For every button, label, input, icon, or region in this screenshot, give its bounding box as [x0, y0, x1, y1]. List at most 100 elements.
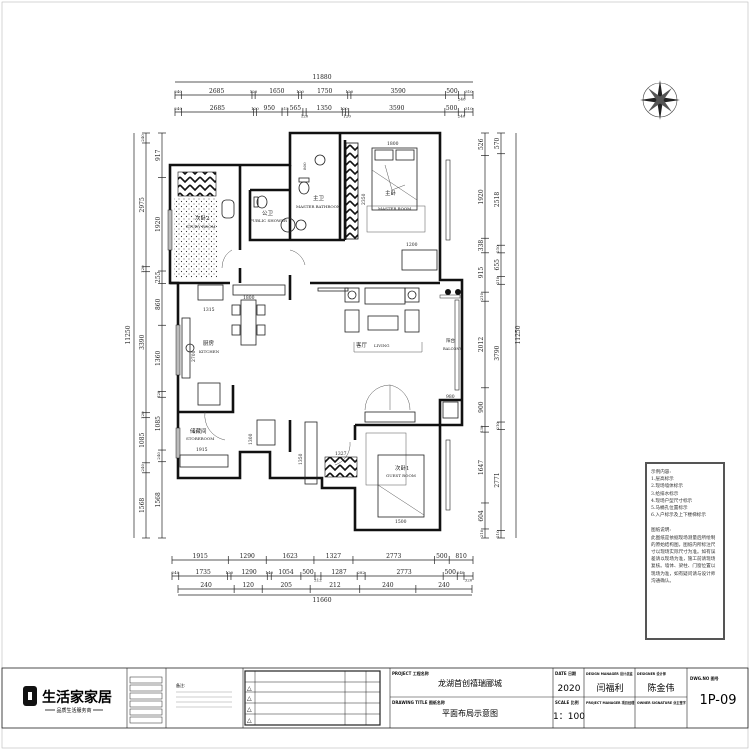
dim-label: 604	[478, 510, 485, 522]
tv-cabinet	[317, 287, 349, 292]
dim-label: 120	[340, 106, 348, 111]
brand-name: 生活家家居	[42, 689, 112, 706]
sofa-set	[344, 287, 423, 353]
svg-text:△: △	[247, 685, 252, 692]
dim-label: 860	[155, 298, 162, 310]
master-bed	[366, 147, 426, 233]
kitchen-sink	[185, 343, 195, 353]
legend-item: 3.给排水标示	[651, 491, 679, 497]
design-manager: 闫福利	[596, 682, 623, 694]
dim-label: 130	[479, 425, 484, 433]
dim-label: 1647	[478, 460, 485, 475]
dim-balcony: 980	[446, 394, 455, 400]
dim-label: 120	[301, 114, 309, 119]
dim-label: 240	[140, 134, 145, 142]
dim-label: 212	[329, 582, 341, 589]
dim-label: 120	[343, 114, 351, 119]
dim-label: 120	[296, 89, 304, 94]
dim-label: 2773	[396, 569, 411, 576]
svg-text:△: △	[247, 706, 252, 713]
dim-label: 1650	[269, 88, 284, 95]
dim-label: 210	[479, 292, 484, 300]
dim-label: 565	[290, 105, 302, 112]
exterior-wall	[168, 131, 464, 532]
dwg-no-label: DWG.NO 图号	[690, 675, 719, 681]
dim-label: 1920	[155, 217, 162, 232]
legend-item: 5.马桶孔位置标示	[651, 506, 688, 512]
scale-value: 1：100	[553, 712, 585, 722]
dim-label: 1290	[240, 553, 255, 560]
overall-width-bottom: 11660	[312, 597, 331, 604]
dim-label: 240	[382, 582, 394, 589]
dim-label: 2773	[386, 553, 401, 560]
dim-label: 1085	[139, 432, 146, 447]
dim-label: 1327	[326, 553, 341, 560]
kitchen-counter	[181, 317, 191, 379]
room-label-public-bath-cn: 公卫	[262, 210, 274, 217]
dim-store-w: 1915	[196, 447, 208, 453]
dim-label: 120	[242, 582, 254, 589]
revision-marks: △ △ △ △	[247, 685, 252, 724]
door-swings	[204, 249, 411, 466]
dim-label: 655	[494, 259, 501, 271]
title-block	[1, 667, 749, 729]
room-label-kitchen-cn: 厨房	[203, 339, 215, 347]
dim-dining: 1800	[243, 295, 255, 301]
dim-label: 205	[280, 582, 292, 589]
dim-label: 3590	[390, 88, 405, 95]
dim-label: 240	[457, 570, 465, 575]
dim-guest-bed: 1500	[395, 519, 407, 525]
dwg-no: 1P-09	[699, 693, 736, 708]
notes-lines	[176, 691, 232, 708]
project-name: 龙湖首创禧瑞郦城	[438, 678, 502, 688]
dim-label: 338	[478, 240, 485, 252]
owner-signature-label: OWNER SIGNATURE 业主签字	[637, 700, 687, 705]
room-label-master-en: MASTER ROOM	[378, 206, 411, 211]
room-label-store-cn: 储藏间	[190, 427, 207, 435]
plants-icon	[445, 289, 461, 295]
legend-notes: 此图纸是依据现场测量后所绘制的原始结构图，图纸内所标注尺寸以现场实际尺寸为准。如…	[651, 535, 716, 584]
scale-label: SCALE 比例	[555, 699, 579, 705]
study-wardrobe	[177, 171, 217, 197]
legend-notes-title: 图纸说明:	[651, 528, 671, 534]
designer-label: DESIGNER 设计师	[637, 671, 667, 676]
dim-label: 255	[155, 271, 162, 283]
dim-store-h: 1300	[248, 433, 254, 445]
dim-label: 500	[436, 553, 448, 560]
dim-label: 210	[495, 422, 500, 430]
dim-label: 240	[140, 464, 145, 472]
dim-label: 915	[478, 267, 485, 279]
svg-text:△: △	[247, 717, 252, 724]
dim-label: 1290	[241, 569, 256, 576]
legend-item: 4.现场户型尺寸标示	[651, 498, 693, 504]
dim-label: 1085	[155, 416, 162, 431]
dim-label: 120	[346, 89, 354, 94]
room-label-kitchen-en: KITCHEN	[199, 349, 220, 354]
dim-label: 120	[250, 89, 258, 94]
project-manager-label: PROJECT MANAGER 项目经理	[586, 700, 635, 705]
legend-item: 2.现场墙体标示	[651, 484, 683, 490]
dim-label: 240	[174, 89, 182, 94]
room-label-living-cn: 客厅	[356, 341, 368, 349]
dim-label: 1915	[193, 553, 208, 560]
room-label-living-en: LIVING	[374, 343, 389, 348]
store-cabinet	[179, 454, 229, 468]
windows	[167, 159, 461, 511]
overall-width-top: 11880	[312, 74, 331, 81]
dim-master-bed: 1800	[387, 141, 399, 147]
dim-label: 120	[140, 265, 145, 273]
dim-kitchen-len: 2700	[191, 350, 197, 362]
project-label: PROJECT 工程名称	[392, 670, 429, 676]
dim-label: 140	[265, 570, 273, 575]
washer	[442, 401, 459, 419]
dim-label: 240	[200, 582, 212, 589]
guest-wardrobe	[324, 456, 358, 478]
dim-label: 1920	[478, 189, 485, 204]
dim-label: 120	[156, 390, 161, 398]
dim-label: 500	[446, 88, 458, 95]
dim-label: 240	[458, 97, 466, 102]
dim-label: 3390	[139, 334, 146, 349]
dim-label: 1054	[278, 569, 293, 576]
